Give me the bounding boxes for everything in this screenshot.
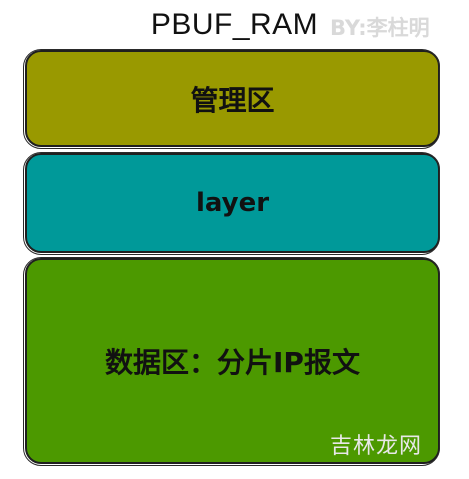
diagram-title: PBUF_RAM xyxy=(150,8,319,41)
data-area-block: 数据区：分片IP报文 xyxy=(23,257,440,466)
layer-block: layer xyxy=(23,152,440,255)
site-watermark: 吉林龙网 xyxy=(330,434,423,459)
author-watermark: BY:李柱明 xyxy=(330,16,430,40)
management-area-block: 管理区 xyxy=(23,49,440,149)
management-area-label: 管理区 xyxy=(190,83,275,117)
layer-label: layer xyxy=(195,188,270,218)
data-area-label: 数据区：分片IP报文 xyxy=(105,346,360,379)
